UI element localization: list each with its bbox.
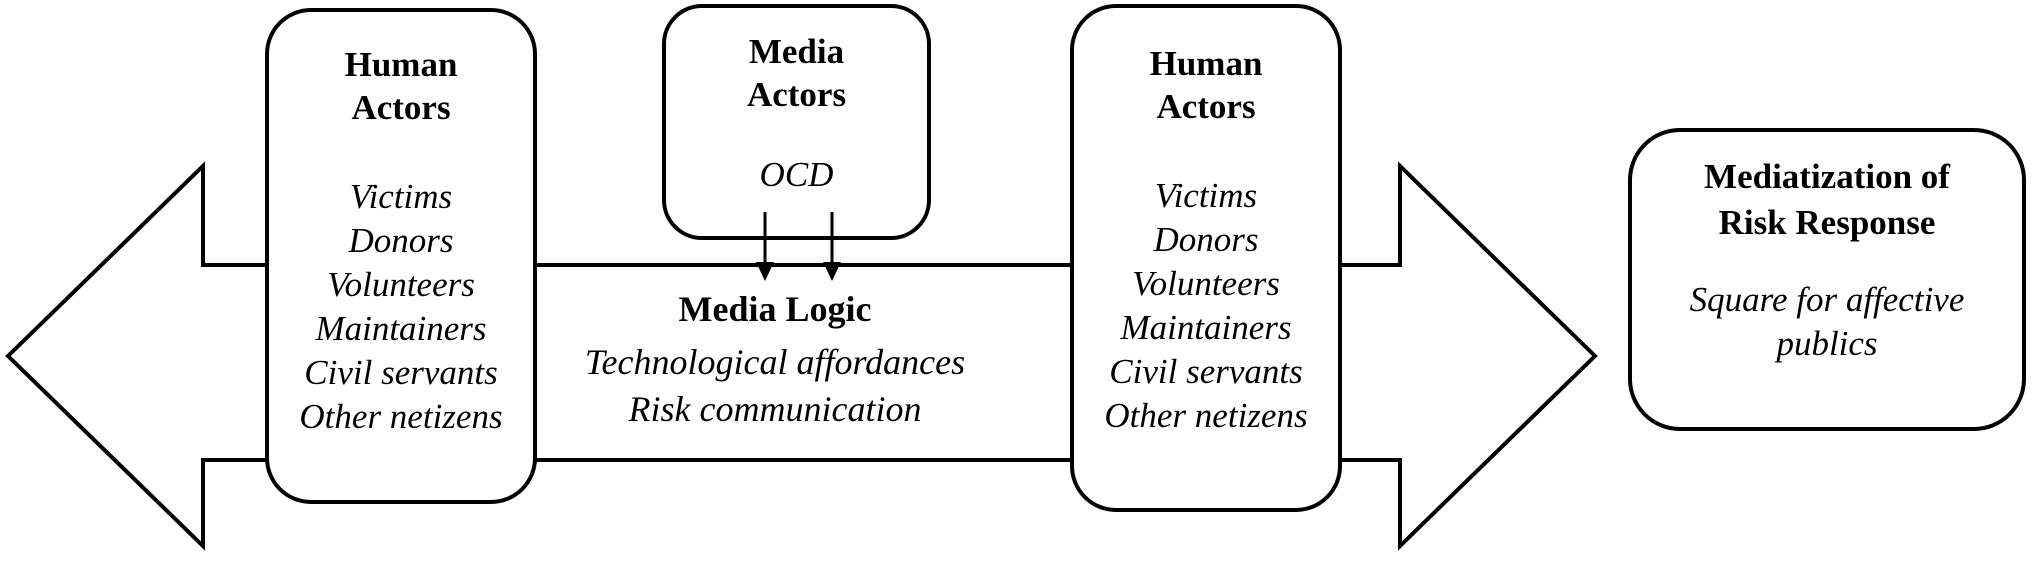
actor-item: Victims [1154, 176, 1258, 215]
left-human-actors-title: Human Actors [269, 43, 533, 129]
media-actors-box: Media Actors OCD [662, 4, 931, 240]
outcome-title: Mediatization of Risk Response [1632, 154, 2022, 246]
actor-item: Volunteers [1132, 264, 1280, 303]
media-actors-title: Media Actors [666, 30, 927, 116]
influence-arrowhead [756, 262, 774, 281]
title-line: Human [1149, 44, 1263, 83]
actor-item: Other netizens [1104, 396, 1308, 435]
actor-item: Volunteers [327, 265, 475, 304]
actor-item: Maintainers [1120, 308, 1292, 347]
right-human-actors-title: Human Actors [1074, 42, 1338, 128]
actor-item: Maintainers [315, 309, 487, 348]
actor-item: Other netizens [299, 397, 503, 436]
title-line: Mediatization of [1704, 157, 1950, 196]
actor-item: Civil servants [1109, 352, 1303, 391]
title-line: Actors [746, 75, 847, 114]
actor-item: Civil servants [304, 353, 498, 392]
title-line: Actors [1156, 87, 1256, 126]
influence-arrowhead [823, 262, 841, 281]
media-actor-item: OCD [759, 155, 834, 194]
left-human-actors-list: Victims Donors Volunteers Maintainers Ci… [269, 175, 533, 439]
title-line: Human [344, 45, 458, 84]
right-human-actors-box: Human Actors Victims Donors Volunteers M… [1070, 4, 1342, 512]
outcome-description-line: publics [1776, 324, 1878, 363]
media-logic-item: Technological affordances [584, 342, 966, 382]
title-line: Actors [351, 88, 451, 127]
actor-item: Donors [1153, 220, 1259, 259]
media-logic-list: Technological affordances Risk communica… [540, 339, 1010, 433]
left-human-actors-box: Human Actors Victims Donors Volunteers M… [265, 8, 537, 504]
outcome-description: Square for affective publics [1632, 278, 2022, 366]
outcome-description-line: Square for affective [1689, 280, 1965, 319]
right-human-actors-list: Victims Donors Volunteers Maintainers Ci… [1074, 174, 1338, 438]
media-logic-block: Media Logic Technological affordances Ri… [540, 288, 1010, 433]
media-logic-item: Risk communication [628, 389, 922, 429]
mediatization-outcome-box: Mediatization of Risk Response Square fo… [1628, 128, 2026, 431]
actor-item: Donors [348, 221, 454, 260]
title-line: Media [748, 32, 845, 71]
actor-item: Victims [349, 177, 453, 216]
title-line: Risk Response [1718, 203, 1936, 242]
media-logic-title: Media Logic [678, 289, 872, 329]
